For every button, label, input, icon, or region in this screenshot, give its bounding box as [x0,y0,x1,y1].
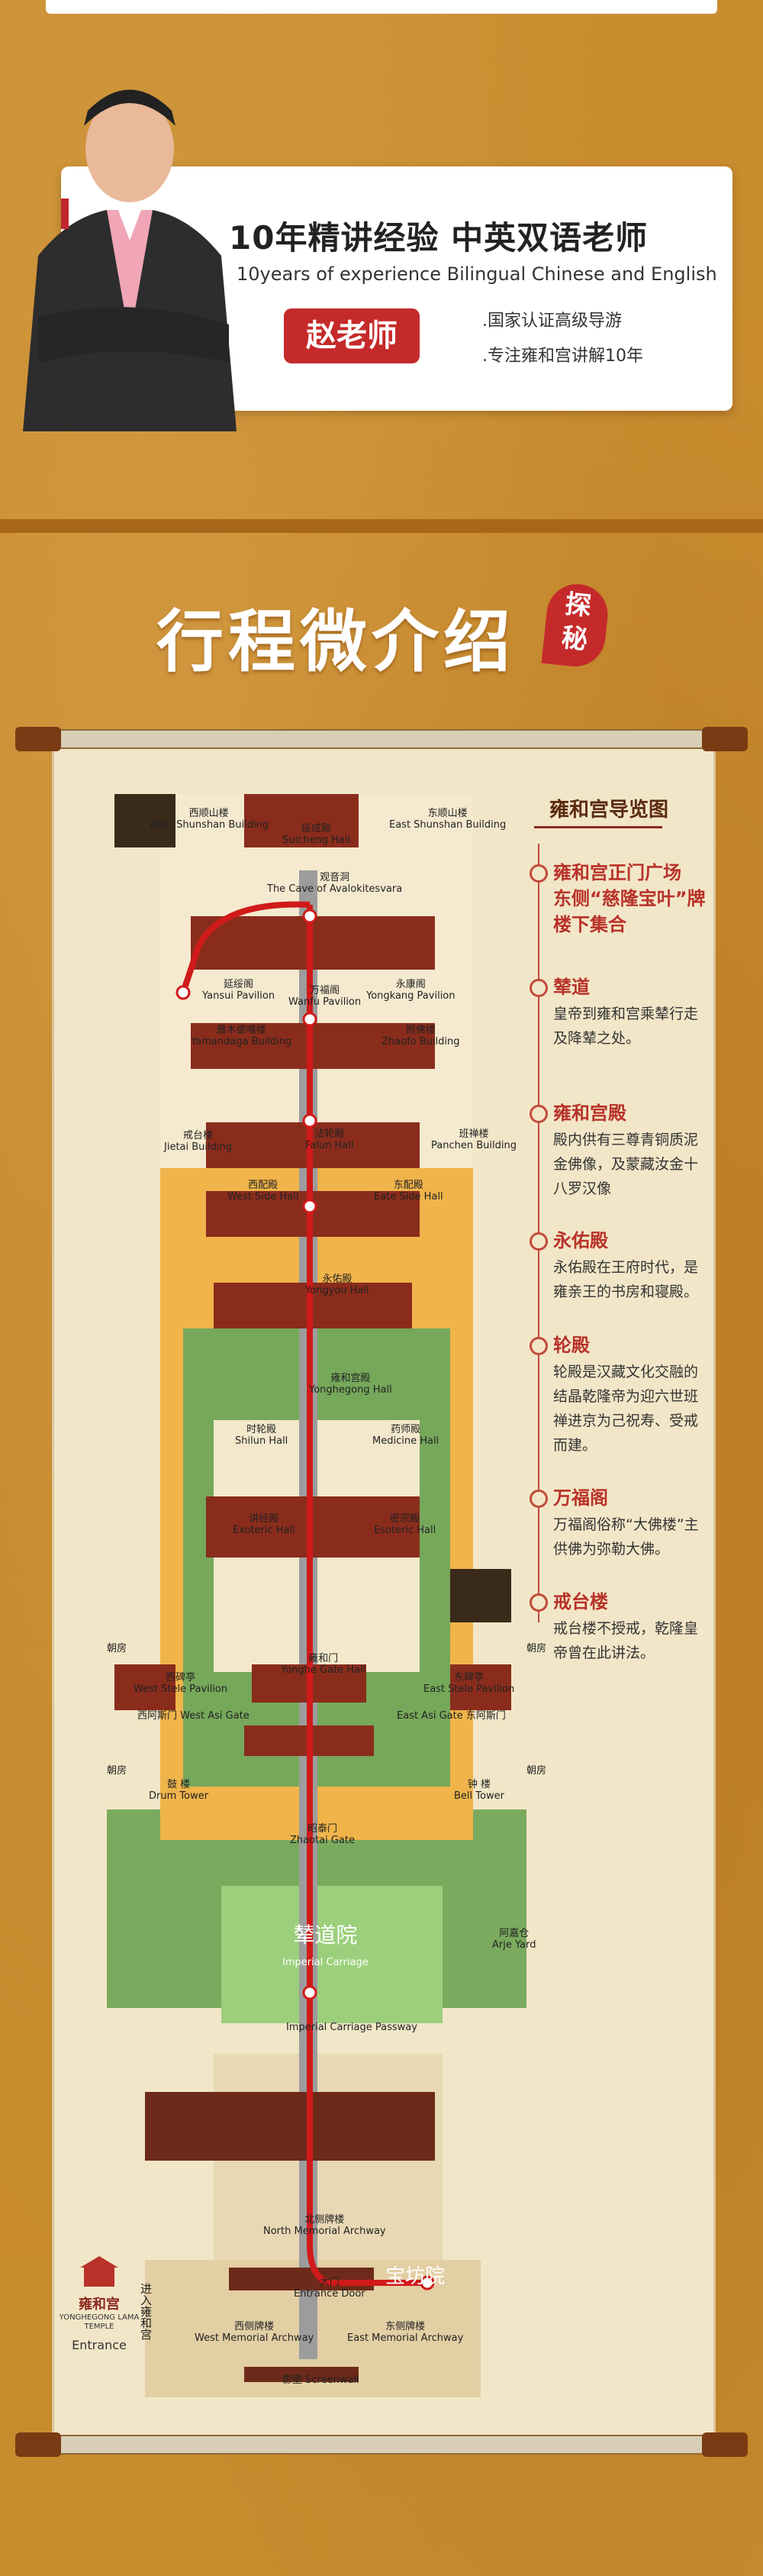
legend-dot-6 [530,1490,548,1508]
label-chaofang-left: 朝房 [107,1643,127,1654]
legend-item-5-body: 轮殿是汉藏文化交融的结晶乾隆帝为迎六世班禅进京为己祝寿、受戒而建。 [553,1364,699,1454]
legend-item-2-head: 辇道 [553,976,590,998]
temple-logo: 雍和宫 YONGHEGONG LAMA TEMPLE Entrance [57,2252,141,2352]
card-accent [61,199,69,229]
guide-name-badge: 赵老师 [284,308,420,363]
legend-dot-1 [530,864,548,883]
legend-item-5-head: 轮殿 [553,1335,590,1356]
label-chaofang-left-2: 朝房 [107,1765,127,1777]
label-carriage: Imperial Carriage Passway [286,2022,417,2033]
section-title: 行程微介绍 [156,602,516,681]
legend-item-4-head: 永佑殿 [553,1230,608,1251]
label-screen: 影壁 Screenwall [282,2374,359,2386]
guide-headline: 10年精讲经验 中英双语老师 [229,219,649,257]
logo-en: YONGHEGONG LAMA TEMPLE [59,2313,140,2331]
legend-dot-5 [530,1337,548,1355]
legend-dot-3 [530,1105,548,1123]
legend-item-6-head: 万福阁 [553,1487,608,1509]
label-baofang: 宝坊院 [385,2265,446,2288]
entrance-label: Entrance [72,2338,127,2352]
seal-text: 探秘 [560,589,593,656]
temple-map [107,794,526,2397]
legend-item-4-body: 永佑殿在王府时代，是雍亲王的书房和寝殿。 [553,1259,699,1300]
legend-item-6-body: 万福阁俗称“大佛楼”主供佛为弥勒大佛。 [553,1516,699,1558]
label-chaofang-right-2: 朝房 [526,1765,547,1777]
scroll-rod-top [15,727,748,751]
legend-dot-2 [530,979,548,997]
legend-dot-7 [530,1593,548,1612]
legend-title: 雍和宫导览图 [549,799,669,822]
label-east-asi: East Asi Gate 东阿斯门 [397,1710,506,1722]
legend-underline [534,826,662,828]
temple-logo-icon [80,2256,118,2287]
guide-bullet-1: .国家认证高级导游 [482,312,622,331]
scroll-rod-bottom [15,2432,748,2457]
section-divider [0,519,763,533]
tour-route [307,905,427,2286]
label-west-asi: 西阿斯门 West Asi Gate [137,1710,250,1722]
legend-item-7-head: 戒台楼 [553,1591,608,1612]
legend-item-3-body: 殿内供有三尊青铜质泥金佛像，及蒙藏汝金十八罗汉像 [553,1131,699,1197]
legend-item-7-body: 戒台楼不授戒，乾隆皇帝曾在此讲法。 [553,1620,699,1661]
legend-item-2-body: 皇帝到雍和宫乘辇行走及降辇之处。 [553,1006,699,1047]
logo-cn: 雍和宫 [79,2297,120,2313]
legend-item-1-head: 雍和宫正门广场 东侧“慈隆宝叶”牌楼下集合 [553,862,706,935]
legend-item-3-head: 雍和宫殿 [553,1102,626,1124]
top-card-edge [46,0,717,14]
guide-photo [23,89,237,431]
guide-bullet-2: .专注雍和宫讲解10年 [482,347,643,366]
label-chaofang-right: 朝房 [526,1643,547,1654]
legend-dot-4 [530,1232,548,1251]
guide-subline: 10years of experience Bilingual Chinese … [237,263,717,285]
label-entrance-vertical: 进入雍和宫 [139,2283,153,2340]
